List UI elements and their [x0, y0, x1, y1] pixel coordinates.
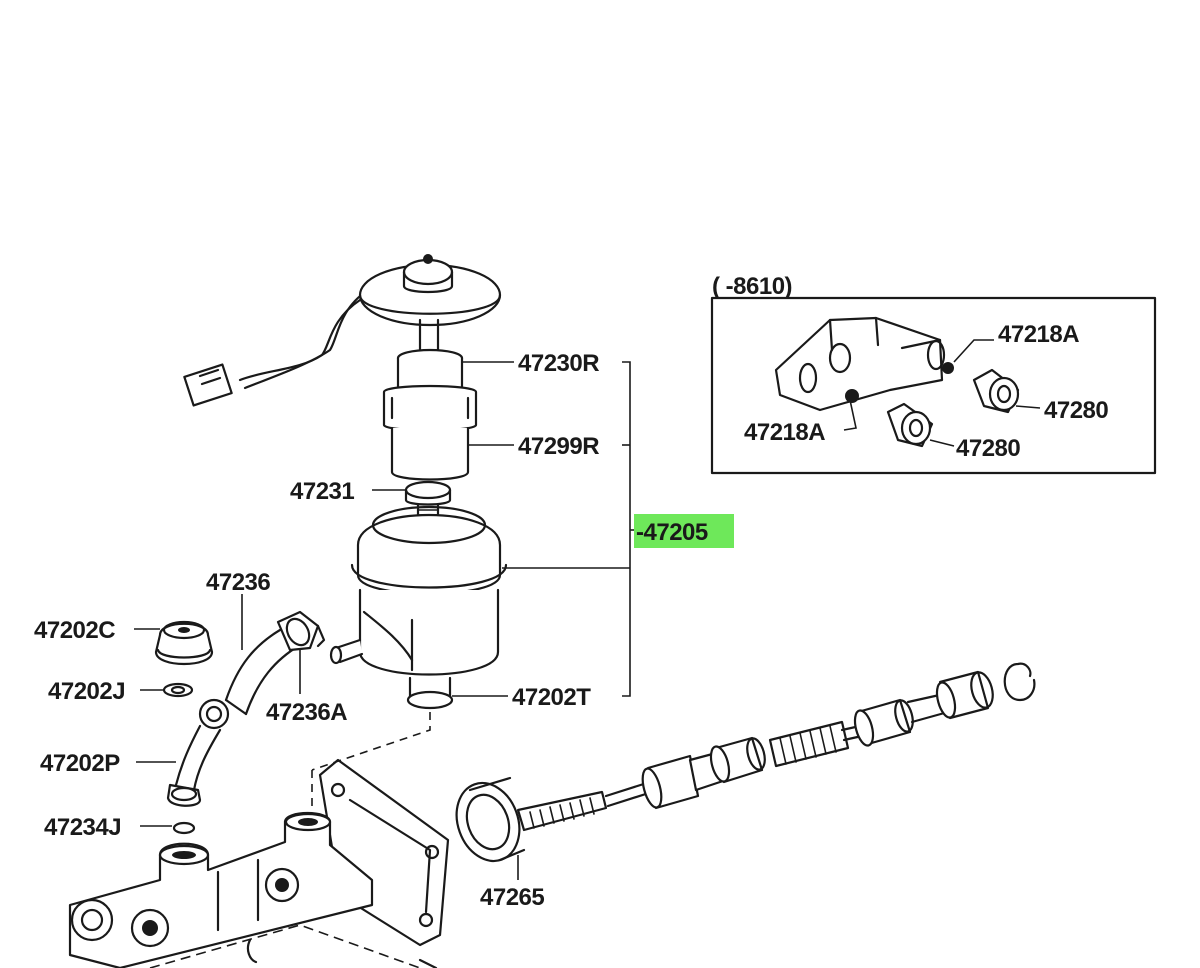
label-47299R: 47299R [518, 433, 599, 460]
label-inset-header: ( -8610) [712, 273, 792, 300]
label-47265: 47265 [480, 884, 544, 911]
label-47218A-left: 47218A [744, 419, 825, 446]
label-47280-right: 47280 [1044, 397, 1108, 424]
reservoir-body-upper-47299R [390, 426, 470, 481]
label-47202J: 47202J [48, 678, 125, 705]
label-47205: -47205 [636, 519, 708, 546]
label-47231: 47231 [290, 478, 354, 505]
label-47202P: 47202P [40, 750, 120, 777]
label-47202C: 47202C [34, 617, 115, 644]
label-47280-bottom: 47280 [956, 435, 1020, 462]
reservoir-cap-with-sensor [183, 254, 502, 407]
label-47236A: 47236A [266, 699, 347, 726]
hose-clamp-47236A [198, 610, 326, 730]
grommet-47202C [154, 620, 214, 666]
inset-panel [710, 296, 1157, 475]
o-ring-47234J [172, 821, 196, 835]
label-47218A-top: 47218A [998, 321, 1079, 348]
washer-47202J [162, 682, 194, 698]
piston-assembly [455, 662, 1036, 863]
reservoir-tank [329, 505, 508, 710]
highlight-47205 [634, 514, 734, 548]
master-cylinder-body [68, 712, 450, 968]
union-fitting-47202P [166, 724, 222, 807]
label-47202T: 47202T [512, 684, 591, 711]
label-47230R: 47230R [518, 350, 599, 377]
label-47236: 47236 [206, 569, 270, 596]
leader-lines [134, 361, 638, 880]
label-47234J: 47234J [44, 814, 121, 841]
part-labels: ( -8610) 47230R 47299R 47231 -47205 4723… [34, 273, 1109, 911]
